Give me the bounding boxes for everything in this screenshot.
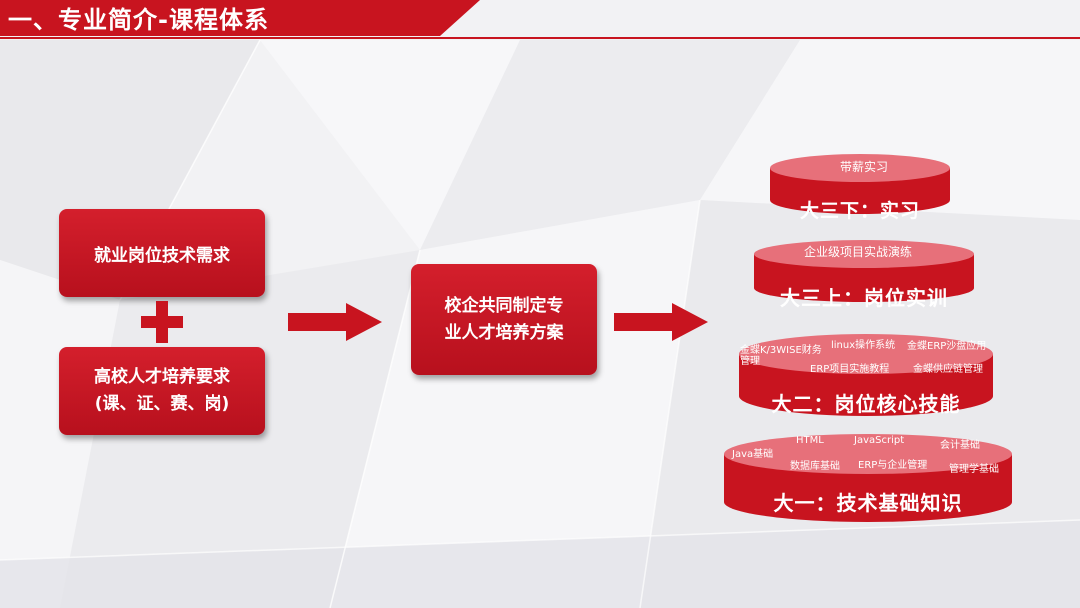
job-demand-label: 就业岗位技术需求 [94, 245, 230, 266]
tier-technical-foundation: HTML JavaScript 会计基础 Java基础 数据库基础 ERP与企业… [722, 430, 1014, 524]
tier-tag: ERP项目实施教程 [810, 364, 890, 375]
tier-tag: 会计基础 [940, 440, 980, 451]
tier-tag: 数据库基础 [790, 461, 840, 472]
tier-tag: HTML [796, 435, 824, 446]
tier-tag: JavaScript [854, 435, 905, 446]
tier-core-skills: 金蝶K/3WISE财务管理 linux操作系统 金蝶ERP沙盘应用 ERP项目实… [737, 332, 995, 418]
tier-tag: linux操作系统 [831, 340, 896, 351]
school-requirement-label-line2: (课、证、赛、岗) [94, 394, 230, 414]
tier-tag: 管理学基础 [949, 464, 999, 475]
arrow-right-icon [614, 303, 708, 341]
plus-icon [141, 301, 183, 343]
tier-tag: 企业级项目实战演练 [804, 245, 913, 259]
arrow-right-icon [288, 303, 382, 341]
tier-title: 大一：技术基础知识 [773, 491, 963, 515]
school-requirement-box: 高校人才培养要求 (课、证、赛、岗) [59, 347, 265, 435]
tier-title: 大三下：实习 [799, 200, 920, 222]
tier-tag: ERP与企业管理 [858, 460, 928, 471]
tier-practical-training: 企业级项目实战演练 大三上：岗位实训 [752, 238, 976, 310]
tier-tag: 金蝶供应链管理 [913, 364, 983, 375]
joint-plan-label-line2: 业人才培养方案 [444, 322, 564, 343]
tier-tag: 金蝶K/3WISE财务管理 [740, 345, 822, 367]
joint-plan-label-line1: 校企共同制定专 [444, 295, 564, 316]
page-title: 一、专业简介-课程体系 [8, 6, 269, 34]
tier-title: 大三上：岗位实训 [780, 286, 948, 310]
tier-internship: 带薪实习 大三下：实习 [768, 152, 952, 222]
joint-plan-box: 校企共同制定专 业人才培养方案 [411, 264, 597, 375]
tier-title: 大二：岗位核心技能 [771, 392, 961, 416]
tier-tag: 带薪实习 [840, 160, 889, 174]
school-requirement-label-line1: 高校人才培养要求 [94, 367, 230, 387]
tier-tag: Java基础 [732, 449, 774, 460]
title-bar [0, 0, 1080, 39]
job-demand-box: 就业岗位技术需求 [59, 209, 265, 297]
tier-tag: 金蝶ERP沙盘应用 [907, 341, 987, 352]
